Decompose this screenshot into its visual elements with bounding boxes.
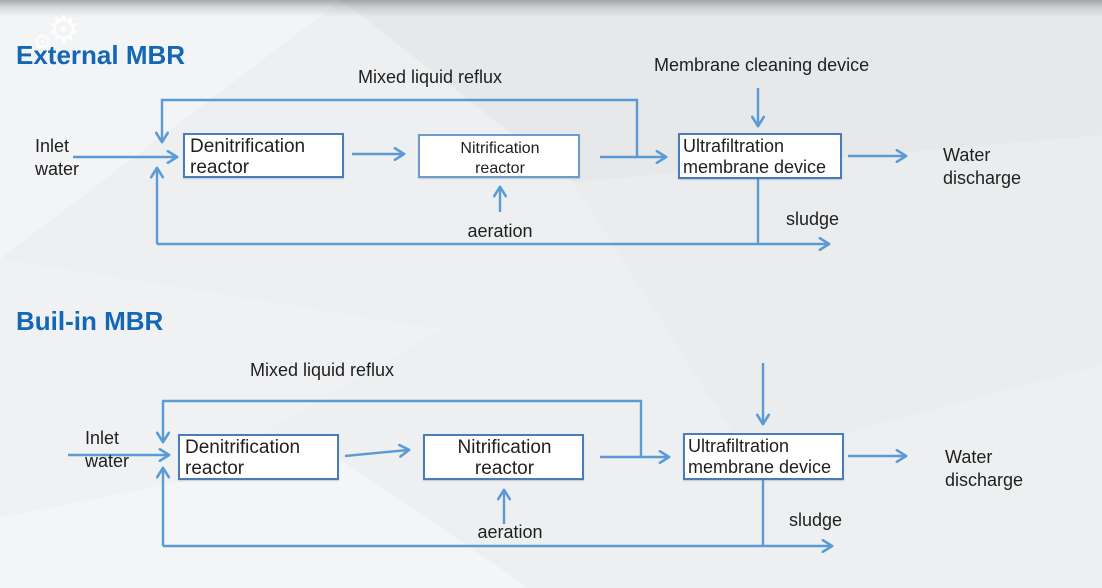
gear-icon: ⚙ (33, 31, 52, 54)
builtin-inlet-label: Inlet water (85, 427, 129, 473)
box-label-line1: Ultrafiltration (688, 436, 790, 456)
gear-icon: ⚙ (47, 9, 81, 50)
external-cleaning-label: Membrane cleaning device (654, 55, 870, 75)
builtin-mbr-title: Buil-in MBR (16, 306, 164, 336)
box-label-line2: reactor (475, 160, 525, 177)
box-label-line1: Ultrafiltration (683, 136, 785, 156)
builtin-denit-to-nitr-arrow (344, 450, 408, 456)
external-inlet-label: Inlet water (35, 135, 79, 181)
builtin-discharge-label: Water discharge (945, 446, 1023, 492)
inlet-label-line2: water (35, 159, 80, 179)
discharge-label-line1: Water (943, 145, 991, 165)
box-label-line1: Denitrification (185, 437, 301, 458)
builtin-sludge-label: sludge (789, 510, 843, 530)
external-denitrification-box: Denitrification reactor (183, 133, 344, 178)
box-label-line2: membrane device (683, 157, 827, 177)
box-label-line2: membrane device (688, 457, 832, 477)
builtin-reflux-line (163, 399, 643, 456)
box-label-line2: reactor (185, 458, 245, 479)
external-sludge-label: sludge (786, 209, 840, 229)
box-label-line1: Nitrification (457, 437, 552, 458)
discharge-label-line2: discharge (945, 470, 1024, 490)
inlet-label-line1: Inlet (85, 428, 120, 448)
box-label-line1: Nitrification (460, 140, 540, 157)
gear-icon: ⚙ ⚙ (33, 6, 93, 56)
builtin-nitrification-box: Nitrification reactor (423, 434, 584, 480)
box-label-line2: reactor (474, 458, 535, 479)
external-nitrification-box: Nitrification reactor (418, 134, 580, 178)
builtin-ultrafiltration-box: Ultrafiltration membrane device (683, 433, 844, 480)
inlet-label-line2: water (85, 451, 130, 471)
box-label-line2: reactor (190, 157, 250, 178)
discharge-label-line1: Water (945, 447, 993, 467)
external-mbr-title: External MBR (16, 40, 186, 70)
external-discharge-label: Water discharge (943, 144, 1021, 190)
box-label-line1: Denitrification (190, 136, 306, 157)
external-reflux-label: Mixed liquid reflux (357, 67, 503, 87)
inlet-label-line1: Inlet (35, 136, 70, 156)
external-aeration-label: aeration (467, 221, 533, 241)
builtin-reflux-label: Mixed liquid reflux (249, 360, 395, 380)
discharge-label-line2: discharge (943, 168, 1022, 188)
builtin-denitrification-box: Denitrification reactor (178, 434, 339, 480)
external-reflux-line (162, 98, 639, 156)
external-ultrafiltration-box: Ultrafiltration membrane device (678, 133, 842, 179)
builtin-aeration-label: aeration (477, 522, 543, 542)
top-shadow-band (0, 0, 1102, 17)
